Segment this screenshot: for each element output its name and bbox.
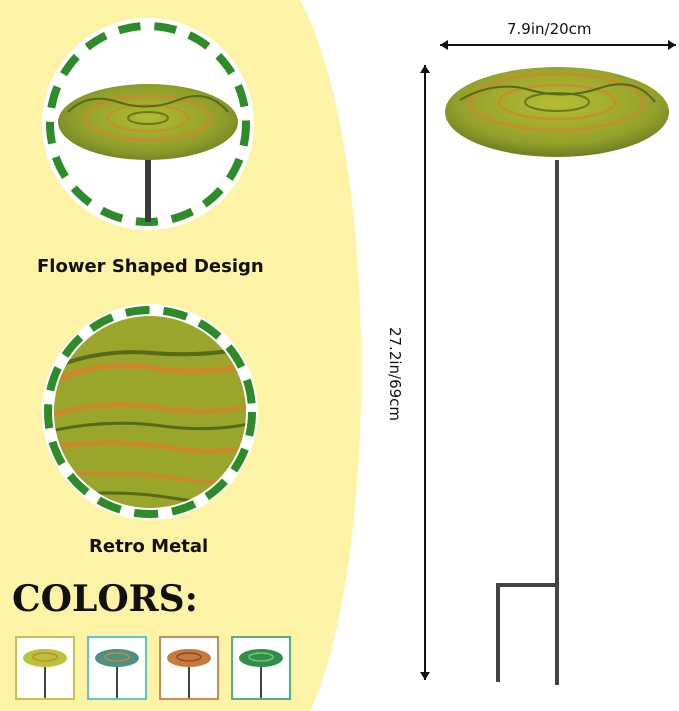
colors-heading: COLORS: bbox=[12, 578, 198, 620]
bird-bath-thumbnail-icon bbox=[167, 649, 211, 698]
feature-caption: Flower Shaped Design bbox=[37, 256, 264, 277]
bird-bath-product bbox=[420, 40, 676, 685]
bird-bath-thumbnail-icon bbox=[23, 649, 67, 698]
color-swatch-green[interactable] bbox=[231, 636, 291, 700]
color-swatch-teal[interactable] bbox=[87, 636, 147, 700]
retro-metal-closeup bbox=[42, 304, 258, 520]
bird-bath-thumbnail-icon bbox=[239, 649, 283, 698]
width-dimension-label: 7.9in/20cm bbox=[507, 20, 592, 38]
bird-bath-thumbnail-icon bbox=[95, 649, 139, 698]
feature-caption: Retro Metal bbox=[89, 536, 209, 557]
color-swatch-orange[interactable] bbox=[159, 636, 219, 700]
height-dimension-label: 27.2in/69cm bbox=[386, 326, 405, 422]
flower-shape-closeup bbox=[42, 18, 254, 230]
color-swatch-yellow-green[interactable] bbox=[15, 636, 75, 700]
